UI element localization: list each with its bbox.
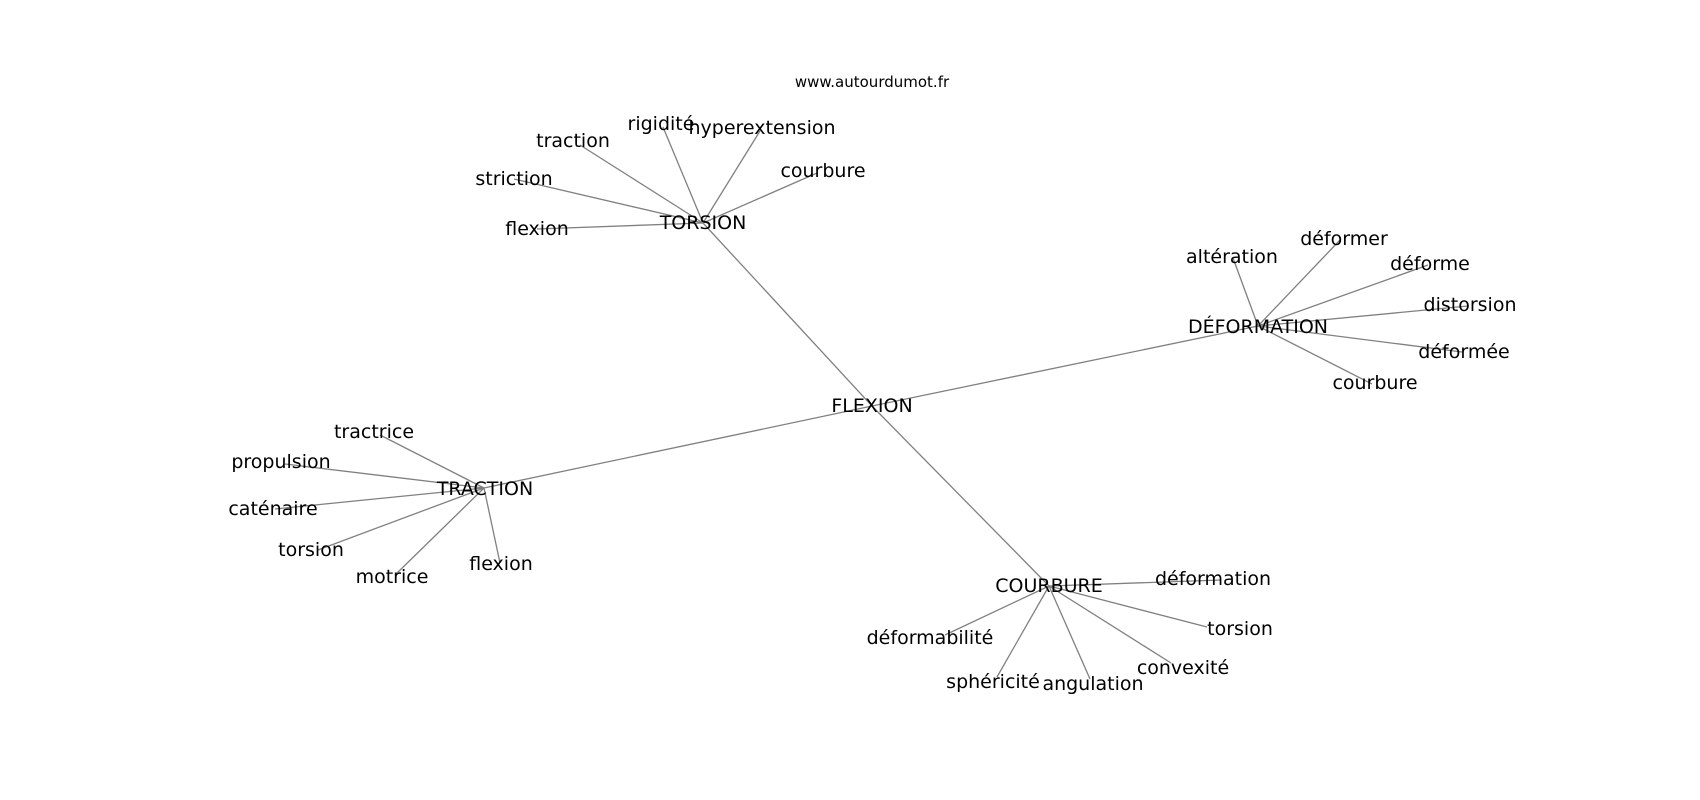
edge-torsion-hyperextension	[702, 130, 761, 224]
edge-courbure-convexite	[1048, 585, 1172, 664]
edge-deformation-deformer	[1257, 239, 1341, 327]
leaf-word-label: striction	[475, 168, 552, 190]
edge-traction-catenaire	[274, 487, 485, 510]
leaf-word-label: déforme	[1390, 253, 1470, 275]
edge-torsion-rigidite	[662, 126, 704, 224]
edge-torsion-courbure	[702, 172, 818, 224]
edge-courbure-sphericite	[996, 585, 1050, 678]
group-node-label: COURBURE	[995, 575, 1102, 597]
leaf-word-label: traction	[536, 130, 610, 152]
leaf-word-label: caténaire	[228, 498, 317, 520]
edge-torsion-striction	[513, 178, 704, 224]
center-node-label: FLEXION	[831, 395, 912, 417]
leaf-word-label: propulsion	[231, 451, 330, 473]
edge-deformation-alteration	[1232, 257, 1259, 327]
edge-deformation-deformee	[1257, 325, 1463, 353]
leaf-word-label: tractrice	[334, 421, 414, 443]
group-node-label: DÉFORMATION	[1188, 315, 1328, 338]
edge-traction-tractrice	[379, 434, 485, 489]
edge-torsion-traction	[579, 144, 704, 224]
edge-center-courbure	[871, 405, 1050, 587]
edge-traction-motrice	[394, 487, 485, 576]
edge-traction-flexion	[483, 487, 501, 564]
edge-courbure-torsion	[1048, 585, 1208, 628]
leaf-word-label: motrice	[356, 566, 429, 588]
edge-center-torsion	[702, 222, 873, 407]
edge-courbure-angulation	[1048, 585, 1091, 680]
edge-deformation-distorsion	[1257, 305, 1469, 327]
leaf-word-label: déformabilité	[867, 627, 994, 649]
edge-traction-torsion	[317, 487, 485, 551]
edge-deformation-courbure	[1257, 325, 1373, 385]
leaf-word-label: hyperextension	[688, 117, 835, 139]
leaf-word-label: flexion	[505, 218, 569, 240]
edge-center-deformation	[871, 325, 1259, 407]
leaf-word-label: sphéricité	[946, 671, 1040, 693]
edge-courbure-deformabilite	[944, 585, 1050, 636]
leaf-word-label: courbure	[1332, 372, 1417, 394]
edge-torsion-flexion	[536, 222, 704, 230]
leaf-word-label: déformée	[1418, 341, 1509, 363]
labels-layer: www.autourdumot.fr FLEXION TORSION flexi…	[228, 73, 1516, 695]
edge-traction-propulsion	[284, 463, 485, 489]
leaf-word-label: courbure	[780, 160, 865, 182]
leaf-word-label: convexité	[1137, 657, 1229, 679]
leaf-word-label: torsion	[1207, 618, 1273, 640]
edge-center-traction	[483, 405, 873, 489]
group-node-label: TORSION	[659, 212, 747, 234]
leaf-word-label: distorsion	[1424, 294, 1517, 316]
leaf-word-label: rigidité	[628, 113, 695, 135]
leaf-word-label: flexion	[469, 553, 533, 575]
edges-layer	[274, 126, 1469, 680]
leaf-word-label: torsion	[278, 539, 344, 561]
leaf-word-label: angulation	[1042, 673, 1143, 695]
edge-courbure-deformation	[1048, 579, 1222, 587]
leaf-word-label: altération	[1186, 246, 1278, 268]
leaf-word-label: déformer	[1300, 228, 1388, 250]
watermark-text: www.autourdumot.fr	[795, 73, 950, 91]
group-node-label: TRACTION	[436, 478, 533, 500]
leaf-word-label: déformation	[1155, 568, 1271, 590]
edge-deformation-deforme	[1257, 264, 1429, 327]
